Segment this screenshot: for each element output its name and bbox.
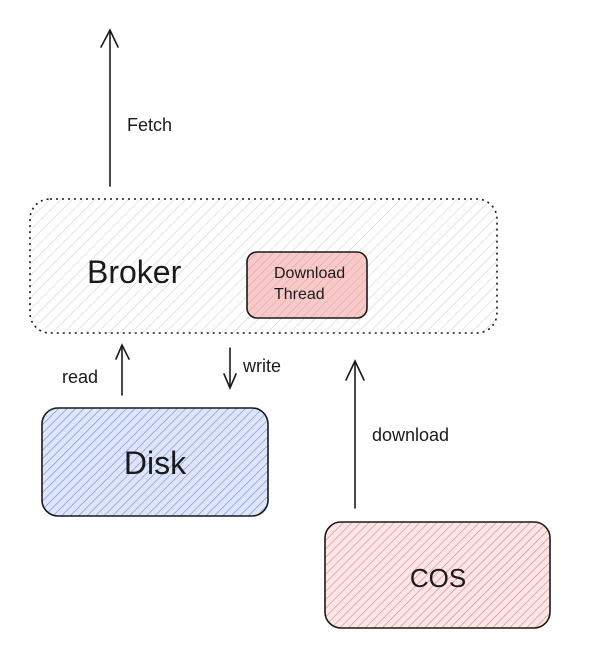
broker-label: Broker [87, 254, 182, 290]
download-thread-label-line1: Download [274, 265, 345, 282]
disk-label: Disk [124, 445, 187, 481]
read-arrow [115, 343, 130, 396]
download-thread-label-line2: Thread [274, 286, 325, 303]
fetch-label: Fetch [127, 115, 172, 135]
download-thread-node [246, 251, 368, 319]
download-label: download [372, 425, 449, 445]
fetch-arrow [100, 28, 119, 187]
disk-node [41, 407, 269, 517]
write-arrow [223, 347, 237, 391]
download-arrow [345, 359, 365, 509]
cos-label: COS [410, 563, 466, 593]
write-label: write [242, 356, 281, 376]
cos-node [324, 521, 551, 629]
read-label: read [62, 367, 98, 387]
